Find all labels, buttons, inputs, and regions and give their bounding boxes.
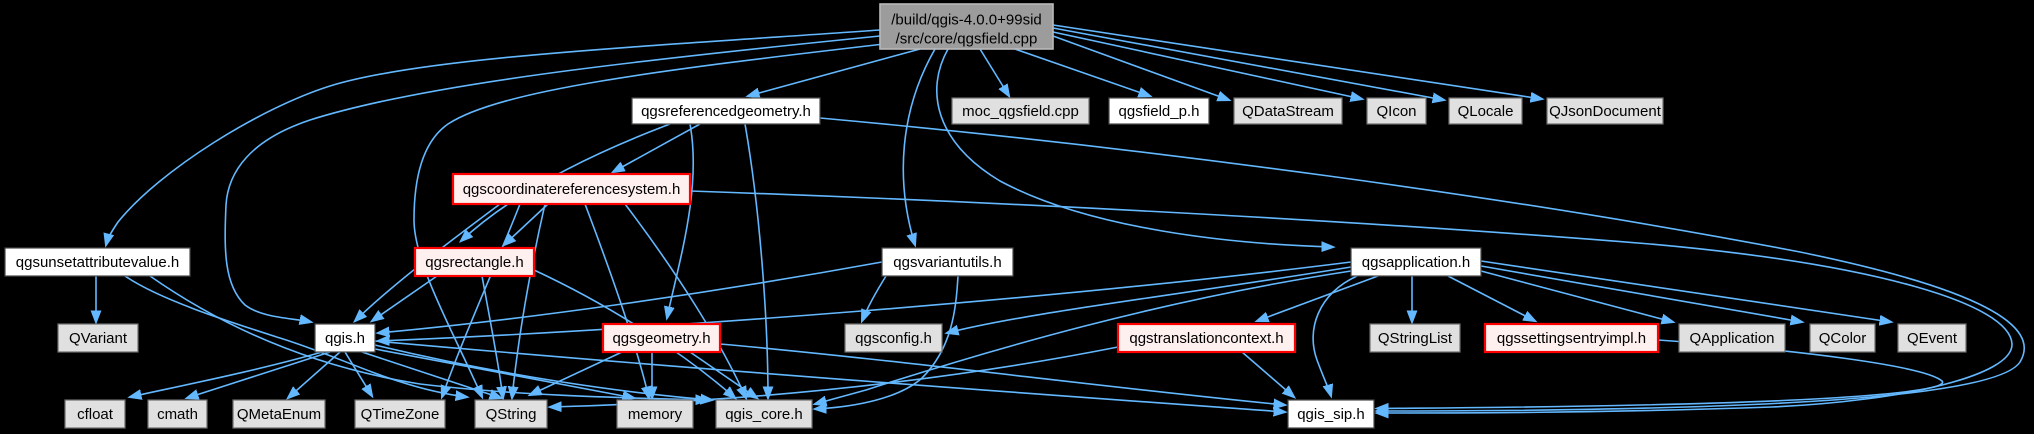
svg-text:qgsapplication.h: qgsapplication.h (1362, 254, 1470, 271)
svg-text:qgssettingsentryimpl.h: qgssettingsentryimpl.h (1497, 330, 1646, 347)
svg-text:QLocale: QLocale (1458, 103, 1514, 120)
svg-text:/build/qgis-4.0.0+99sid: /build/qgis-4.0.0+99sid (891, 12, 1042, 29)
svg-text:qgsunsetattributevalue.h: qgsunsetattributevalue.h (16, 254, 179, 271)
svg-text:QMetaEnum: QMetaEnum (237, 406, 321, 423)
svg-text:cfloat: cfloat (77, 406, 114, 423)
svg-text:QString: QString (486, 406, 537, 423)
svg-text:qgscoordinatereferencesystem.h: qgscoordinatereferencesystem.h (463, 181, 681, 198)
svg-text:qgstranslationcontext.h: qgstranslationcontext.h (1129, 330, 1283, 347)
svg-text:qgsvariantutils.h: qgsvariantutils.h (893, 254, 1001, 271)
svg-text:qgis_sip.h: qgis_sip.h (1297, 406, 1365, 423)
svg-text:QDataStream: QDataStream (1242, 103, 1334, 120)
svg-text:qgis.h: qgis.h (325, 330, 365, 347)
svg-text:QJsonDocument: QJsonDocument (1549, 103, 1662, 120)
svg-text:qgsreferencedgeometry.h: qgsreferencedgeometry.h (641, 103, 811, 120)
svg-text:QApplication: QApplication (1689, 330, 1774, 347)
svg-text:QVariant: QVariant (69, 330, 128, 347)
svg-text:QIcon: QIcon (1376, 103, 1416, 120)
svg-text:qgsconfig.h: qgsconfig.h (855, 330, 932, 347)
svg-text:qgis_core.h: qgis_core.h (725, 406, 803, 423)
svg-text:QStringList: QStringList (1378, 330, 1453, 347)
svg-text:memory: memory (628, 406, 683, 423)
svg-text:QEvent: QEvent (1907, 330, 1958, 347)
svg-text:moc_qgsfield.cpp: moc_qgsfield.cpp (962, 103, 1079, 120)
svg-text:qgsgeometry.h: qgsgeometry.h (612, 330, 710, 347)
svg-text:/src/core/qgsfield.cpp: /src/core/qgsfield.cpp (896, 31, 1038, 48)
svg-text:QColor: QColor (1819, 330, 1867, 347)
svg-text:cmath: cmath (157, 406, 198, 423)
svg-text:qgsfield_p.h: qgsfield_p.h (1119, 103, 1200, 120)
svg-text:qgsrectangle.h: qgsrectangle.h (425, 254, 523, 271)
svg-text:QTimeZone: QTimeZone (361, 406, 440, 423)
